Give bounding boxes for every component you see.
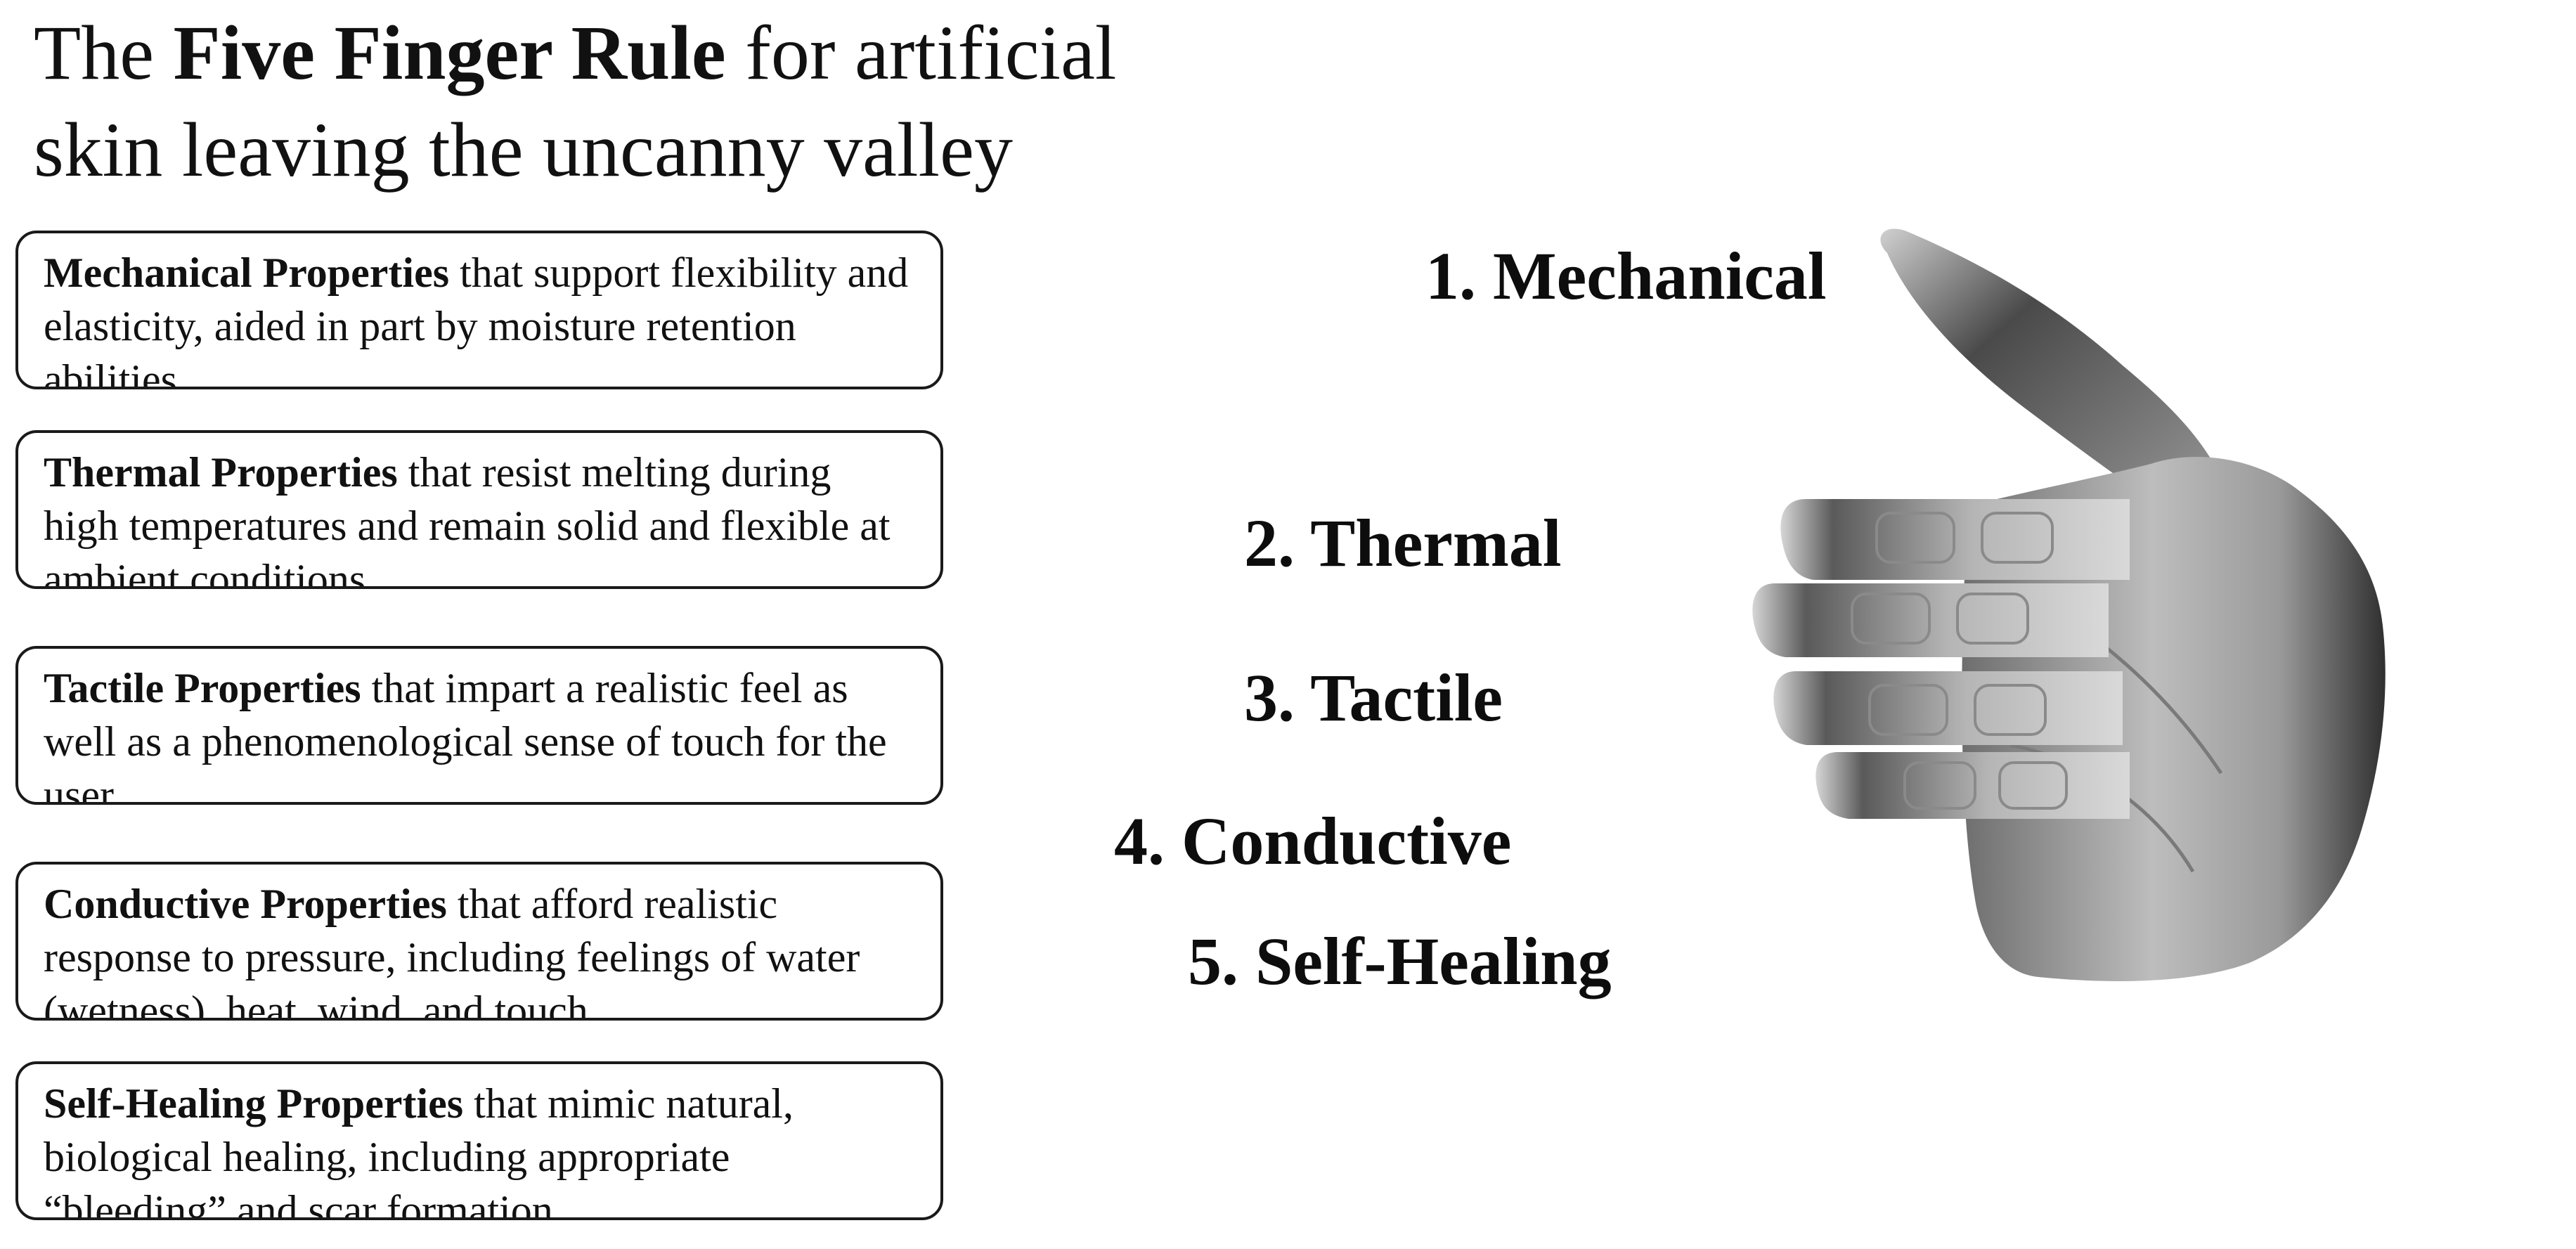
finger-label-mechanical: 1. Mechanical [1425,238,1827,313]
property-card-thermal: Thermal Properties that resist melting d… [15,430,943,589]
page-title: The Five Finger Rule for artificial skin … [34,4,1271,198]
title-suffix: for artificial [725,10,1117,96]
hand-figure: 1. Mechanical 2. Thermal 3. Tactile 4. C… [1096,197,2576,1075]
property-card-tactile: Tactile Properties that impart a realist… [15,646,943,805]
property-name: Self-Healing Properties [44,1080,464,1127]
property-card-mechanical: Mechanical Properties that support flexi… [15,231,943,389]
finger-label-tactile: 3. Tactile [1244,660,1503,735]
artificial-hand-image [1752,228,2386,981]
property-description: that mimic natural, biological healing, … [44,1080,794,1220]
finger-label-thermal: 2. Thermal [1244,505,1562,581]
finger-label-conductive: 4. Conductive [1114,803,1512,879]
property-description: that resist melting during high temperat… [44,449,891,589]
property-card-self-healing: Self-Healing Properties that mimic natur… [15,1061,943,1220]
property-description: that afford realistic response to pressu… [44,881,860,1021]
property-name: Thermal Properties [44,449,398,496]
property-name: Mechanical Properties [44,250,450,296]
property-card-conductive: Conductive Properties that afford realis… [15,862,943,1021]
title-line2: skin leaving the uncanny valley [34,107,1013,193]
property-description: that support flexibility and elasticity,… [44,250,909,389]
title-bold: Five Finger Rule [173,10,726,96]
property-description: that impart a realistic feel as well as … [44,665,887,805]
property-name: Tactile Properties [44,665,361,711]
title-prefix: The [34,10,174,96]
property-name: Conductive Properties [44,881,447,927]
finger-label-self-healing: 5. Self-Healing [1188,924,1612,999]
